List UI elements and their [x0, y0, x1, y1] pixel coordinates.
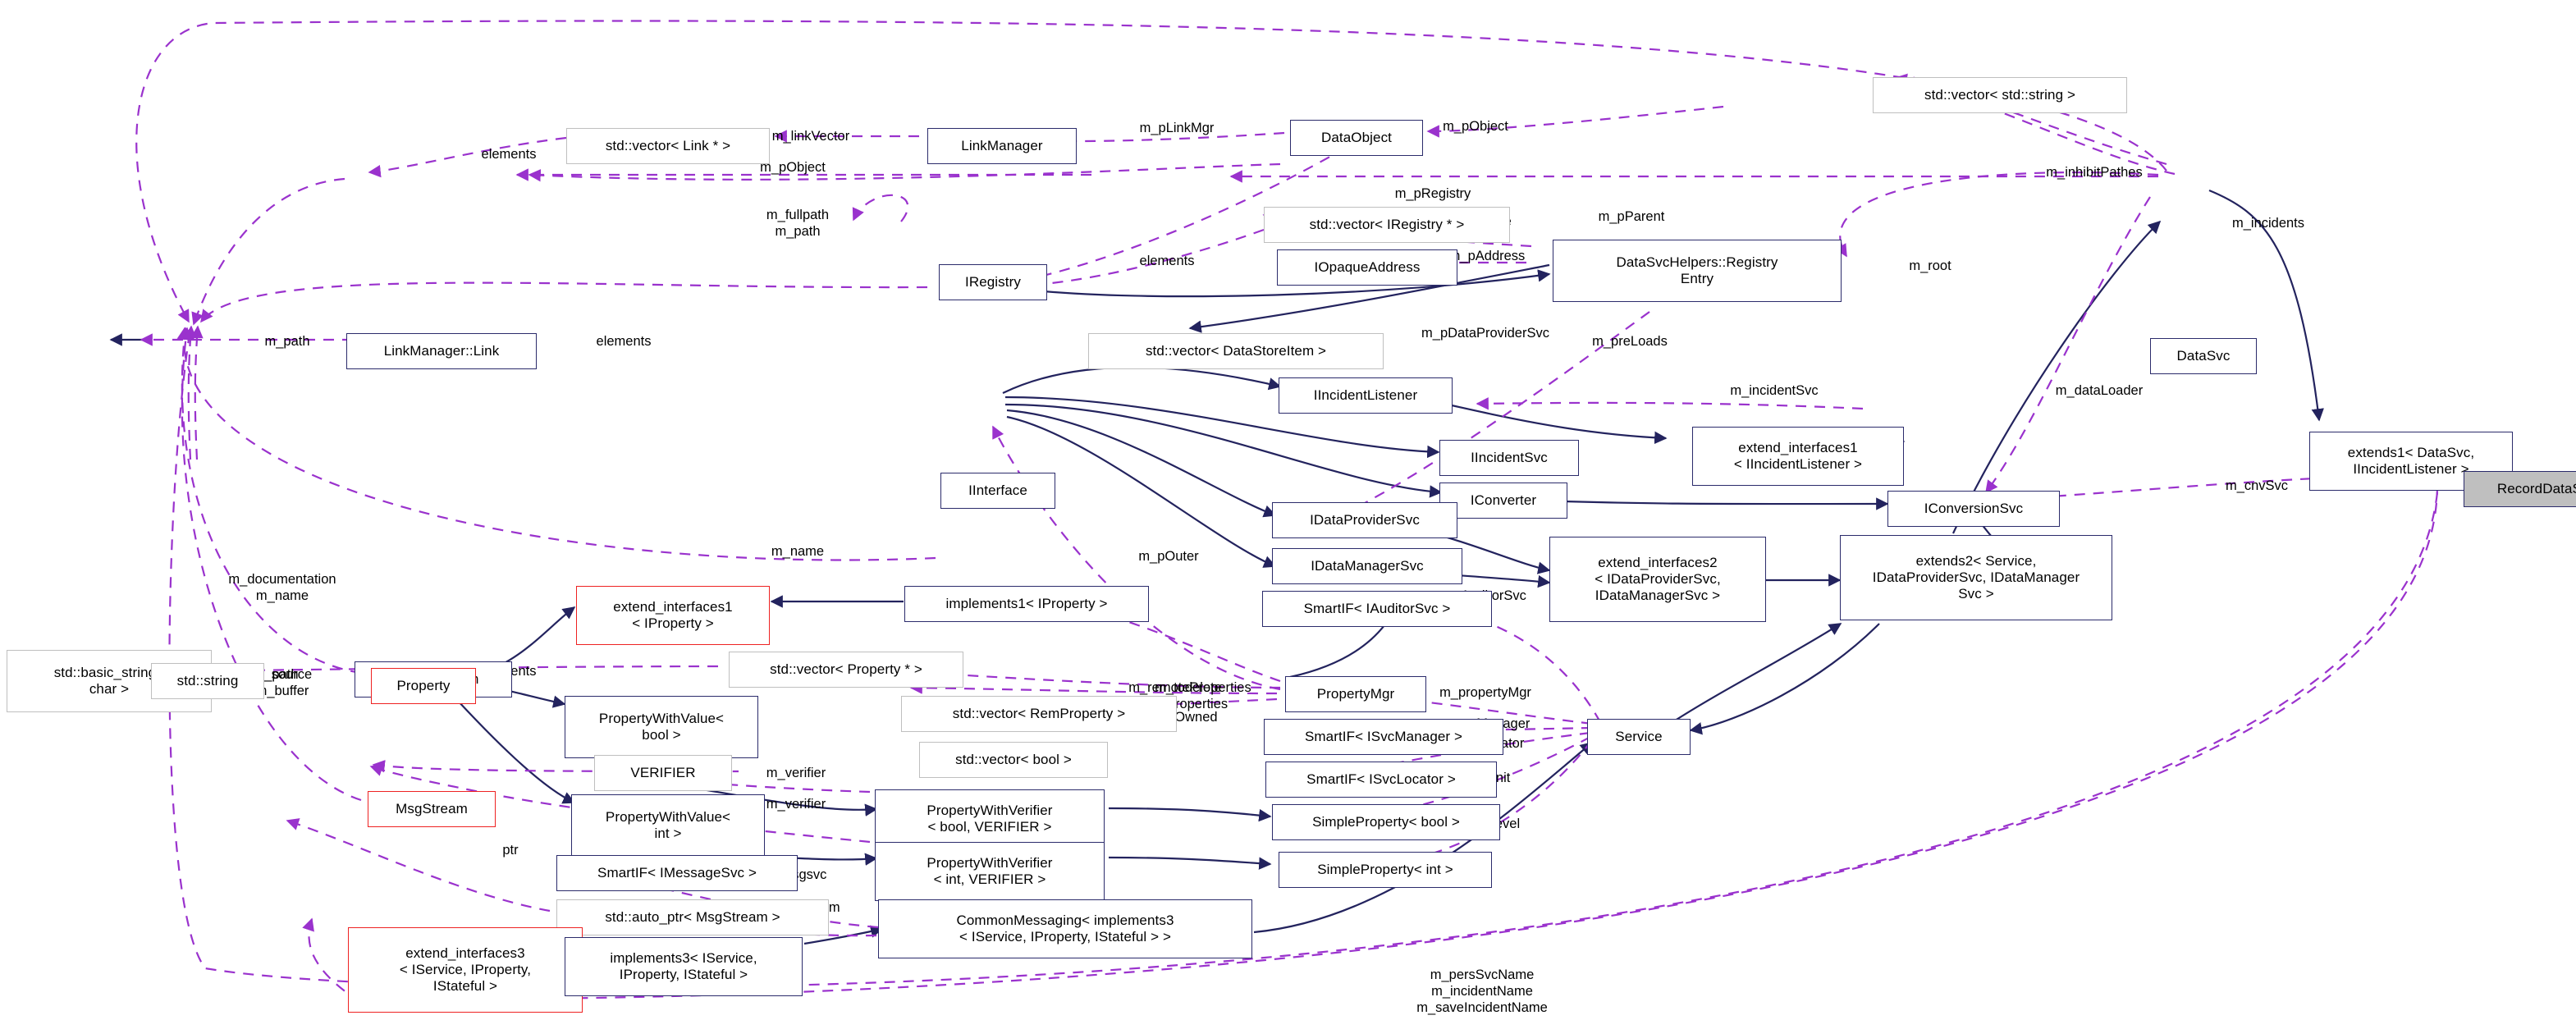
edge-label-el_inhibitpaths: m_inhibitPathes: [2046, 164, 2143, 180]
class-node-extend_interfaces1_ip[interactable]: extend_interfaces1 < IProperty >: [576, 586, 770, 645]
edge-label-el_perssvcname: m_persSvcName m_incidentName m_saveIncid…: [1416, 967, 1548, 1016]
class-node-extend_interfaces1_il[interactable]: extend_interfaces1 < IIncidentListener >: [1692, 427, 1904, 486]
edge-label-el_fullpath: m_fullpath m_path: [766, 207, 830, 239]
class-node-vector_property_ptr[interactable]: std::vector< Property * >: [729, 652, 963, 688]
class-node-linkmanager[interactable]: LinkManager: [927, 128, 1077, 164]
edge-label-el_pobject_top: m_pObject: [1443, 118, 1508, 134]
class-node-vector_iregistry[interactable]: std::vector< IRegistry * >: [1264, 207, 1510, 243]
class-node-extend_interfaces2[interactable]: extend_interfaces2 < IDataProviderSvc, I…: [1549, 537, 1766, 622]
class-node-propertywithverifier_int[interactable]: PropertyWithVerifier < int, VERIFIER >: [875, 842, 1105, 901]
class-node-smartif_isvcmanager[interactable]: SmartIF< ISvcManager >: [1264, 719, 1503, 755]
class-node-implements1_iproperty[interactable]: implements1< IProperty >: [904, 586, 1149, 622]
edge-label-el_pobject_2: m_pObject: [760, 159, 826, 175]
class-node-iregistry[interactable]: IRegistry: [939, 264, 1047, 300]
class-node-simpleproperty_int[interactable]: SimpleProperty< int >: [1279, 852, 1492, 888]
edge-label-el_pdataprovidersvc: m_pDataProviderSvc: [1421, 325, 1549, 341]
edge-label-el_verifier_1: m_verifier: [766, 765, 826, 780]
edge-label-el_linkvector: m_linkVector: [771, 128, 850, 144]
class-node-datasvc[interactable]: DataSvc: [2150, 338, 2257, 374]
edge-label-el_verifier_2: m_verifier: [766, 796, 826, 812]
edge-label-el_remoteproperties: m_remoteProperties: [1128, 679, 1251, 695]
class-node-idataprovidersvc[interactable]: IDataProviderSvc: [1272, 502, 1457, 538]
edge-label-el_plinkmgr: m_pLinkMgr: [1139, 120, 1215, 135]
edge-label-el_pregistry: m_pRegistry: [1394, 185, 1471, 201]
class-node-iincidentlistener[interactable]: IIncidentListener: [1279, 377, 1453, 414]
class-node-property[interactable]: Property: [371, 668, 476, 704]
edge-label-el_documentation: m_documentation m_name: [228, 571, 336, 603]
edge-label-el_elements_3: elements: [1139, 253, 1195, 268]
class-node-smartif_isvclocator[interactable]: SmartIF< ISvcLocator >: [1265, 762, 1497, 798]
edge-label-el_elements_2: elements: [481, 146, 537, 162]
edge-label-el_cnvsvc: m_cnvSvc: [2225, 478, 2289, 493]
edge-label-el_incidents: m_incidents: [2231, 215, 2305, 231]
edge-label-el_elements_4: elements: [596, 333, 652, 349]
class-node-vector_std_string[interactable]: std::vector< std::string >: [1873, 77, 2127, 113]
class-node-std_string[interactable]: std::string: [151, 663, 264, 699]
class-node-iincidentsvc[interactable]: IIncidentSvc: [1439, 440, 1579, 476]
class-node-propertywithvalue_bool[interactable]: PropertyWithValue< bool >: [565, 696, 758, 758]
edge-label-el_pparent: m_pParent: [1598, 208, 1665, 224]
class-node-vector_link_ptr[interactable]: std::vector< Link * >: [566, 128, 770, 164]
class-node-idatamanagersvc[interactable]: IDataManagerSvc: [1272, 548, 1462, 584]
class-node-commonmessaging[interactable]: CommonMessaging< implements3 < IService,…: [878, 899, 1252, 958]
class-node-service[interactable]: Service: [1587, 719, 1691, 755]
edge-label-el_ptr: ptr: [502, 842, 519, 858]
class-node-propertywithvalue_int[interactable]: PropertyWithValue< int >: [571, 794, 765, 857]
class-node-msgstream[interactable]: MsgStream: [368, 791, 496, 827]
class-node-simpleproperty_bool[interactable]: SimpleProperty< bool >: [1272, 804, 1500, 840]
edge-label-el_propertymgr: m_propertyMgr: [1439, 684, 1531, 700]
class-node-recorddatasvc[interactable]: RecordDataSvc: [2464, 471, 2576, 507]
class-node-propertywithverifier_bool[interactable]: PropertyWithVerifier < bool, VERIFIER >: [875, 789, 1105, 848]
class-node-extends2_service[interactable]: extends2< Service, IDataProviderSvc, IDa…: [1840, 535, 2112, 620]
edge-label-el_pouter: m_pOuter: [1138, 548, 1199, 564]
edge-label-el_preloads: m_preLoads: [1592, 333, 1668, 349]
class-node-vector_datastoreitem[interactable]: std::vector< DataStoreItem >: [1088, 333, 1384, 369]
class-node-vector_remproperty[interactable]: std::vector< RemProperty >: [901, 696, 1177, 732]
edge-label-el_mpath_left: m_path: [264, 333, 310, 349]
class-node-vector_bool[interactable]: std::vector< bool >: [919, 742, 1108, 778]
class-node-registryentry[interactable]: DataSvcHelpers::Registry Entry: [1553, 240, 1842, 302]
edge-label-el_root: m_root: [1909, 258, 1951, 273]
edge-label-el_name: m_name: [771, 543, 825, 559]
class-node-extend_interfaces3[interactable]: extend_interfaces3 < IService, IProperty…: [348, 927, 583, 1013]
edge-label-el_incidentsvc: m_incidentSvc: [1730, 382, 1819, 398]
class-node-verifier[interactable]: VERIFIER: [594, 755, 732, 791]
class-node-smartif_imessagesvc[interactable]: SmartIF< IMessageSvc >: [556, 855, 798, 891]
class-node-iconverter[interactable]: IConverter: [1439, 483, 1567, 519]
class-node-iconversionsvc[interactable]: IConversionSvc: [1887, 491, 2060, 527]
class-node-dataobject[interactable]: DataObject: [1290, 120, 1423, 156]
class-node-implements3[interactable]: implements3< IService, IProperty, IState…: [565, 937, 803, 996]
class-node-propertymgr[interactable]: PropertyMgr: [1285, 676, 1426, 712]
class-node-iinterface[interactable]: IInterface: [940, 473, 1055, 509]
edge-label-el_paddress: m_pAddress: [1448, 248, 1526, 263]
class-node-autoptr_msgstream[interactable]: std::auto_ptr< MsgStream >: [556, 899, 829, 935]
class-node-iopaqueaddress[interactable]: IOpaqueAddress: [1277, 249, 1457, 286]
class-node-smartif_iauditorsvc[interactable]: SmartIF< IAuditorSvc >: [1262, 591, 1492, 627]
class-node-linkmanager_link[interactable]: LinkManager::Link: [346, 333, 537, 369]
edge-label-el_dataloader: m_dataLoader: [2055, 382, 2144, 398]
